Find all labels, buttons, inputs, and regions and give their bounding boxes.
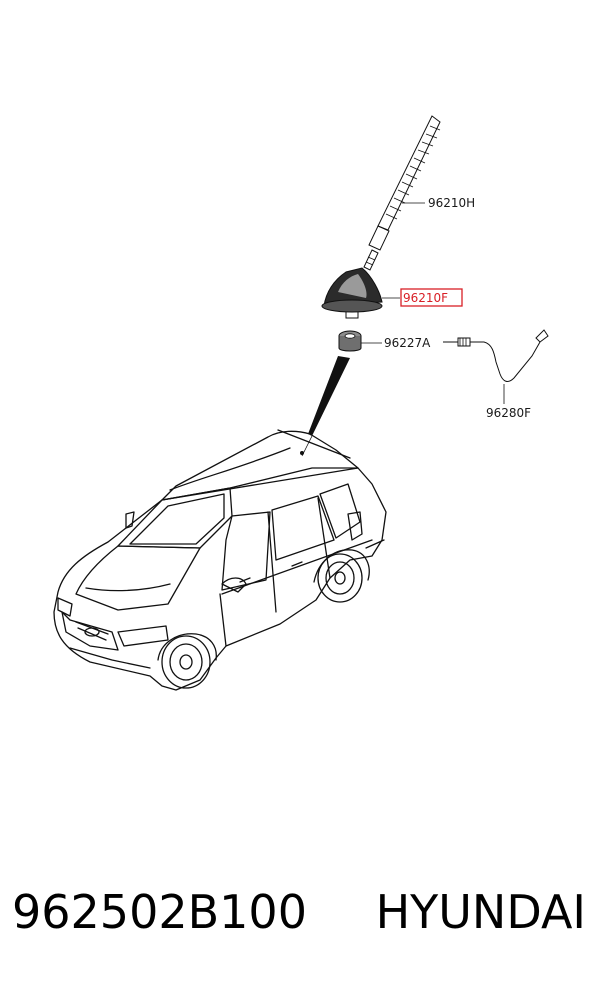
callout-cable: 96280F bbox=[486, 406, 531, 420]
callout-nut: 96227A bbox=[384, 336, 431, 350]
suv-vehicle bbox=[53, 429, 387, 691]
antenna-cable bbox=[443, 329, 549, 404]
callout-antenna-base: 96210F bbox=[403, 291, 448, 305]
footer: 962502B100 HYUNDAI bbox=[0, 872, 600, 952]
part-number: 962502B100 bbox=[12, 885, 307, 939]
mounting-pointer bbox=[308, 356, 350, 436]
nut bbox=[338, 330, 382, 352]
callout-antenna-mast: 96210H bbox=[428, 196, 475, 210]
antenna-mast bbox=[363, 115, 441, 271]
callout-antenna-base-highlight bbox=[400, 288, 463, 307]
antenna-base bbox=[321, 267, 400, 319]
brand-name: HYUNDAI bbox=[375, 885, 586, 939]
